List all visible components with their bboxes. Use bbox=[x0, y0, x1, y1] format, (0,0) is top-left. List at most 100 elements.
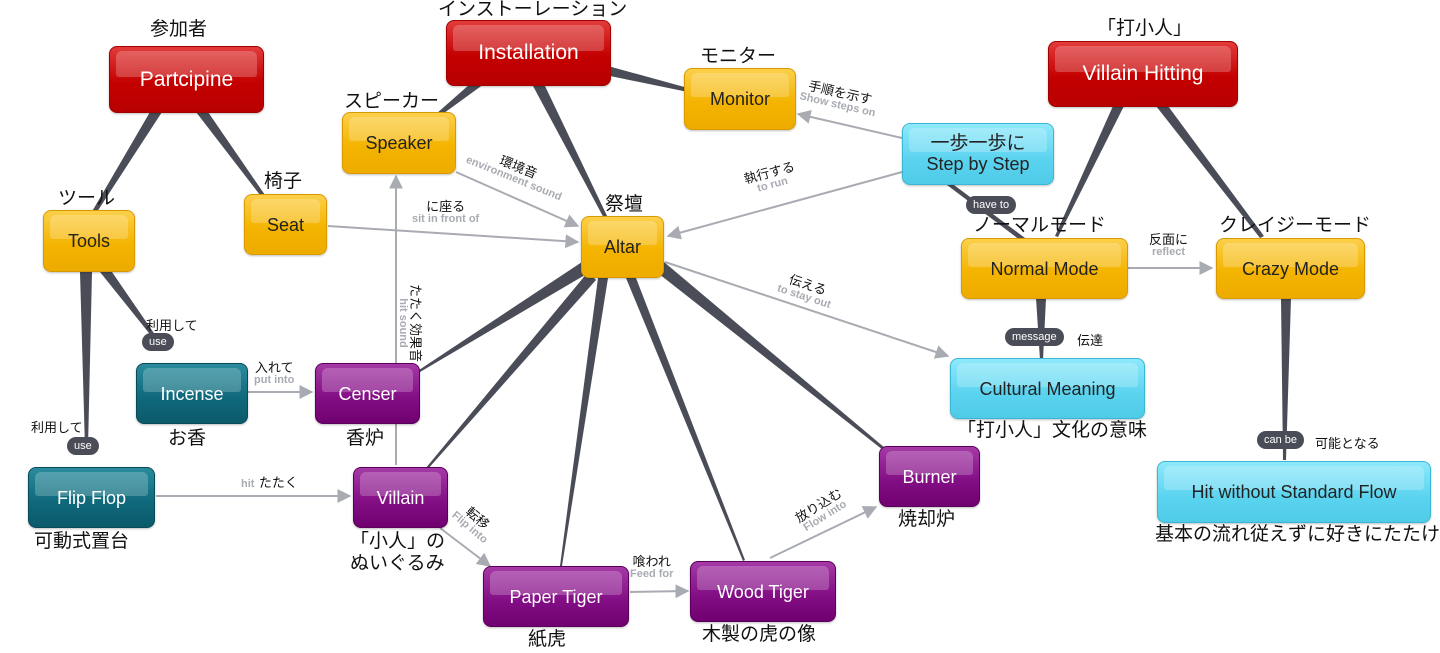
edge-label-hit-jp: たたく bbox=[258, 475, 298, 490]
arrow-seat-altar bbox=[327, 225, 580, 249]
node-altar-jp: 祭壇 bbox=[605, 194, 644, 215]
node-censer-label: Censer bbox=[338, 383, 397, 404]
node-monitor-label: Monitor bbox=[709, 89, 771, 109]
node-tools-label: Tools bbox=[67, 231, 111, 251]
link-altar-burner bbox=[654, 262, 885, 450]
edge-label-put-into-en: put into bbox=[254, 374, 295, 386]
pill-use-incense-jp: 利用して bbox=[146, 318, 198, 333]
node-speaker[interactable]: Speaker bbox=[342, 112, 456, 174]
node-monitor-jp: モニター bbox=[700, 46, 777, 67]
node-flip-flop[interactable]: Flip Flop bbox=[28, 467, 155, 528]
link-installation-altar bbox=[533, 86, 609, 222]
node-step-by-step-jp: 一歩一歩に bbox=[930, 133, 1026, 154]
pill-can-be: can be bbox=[1257, 431, 1305, 449]
node-villain-hitting[interactable]: Villain Hitting bbox=[1048, 41, 1238, 107]
node-installation-label: Installation bbox=[478, 41, 579, 64]
node-burner-jp: 焼却炉 bbox=[898, 509, 956, 530]
node-burner[interactable]: Burner bbox=[879, 446, 980, 507]
node-villain-hitting-jp: 「打小人」 bbox=[1097, 18, 1193, 39]
node-participine[interactable]: Partcipine bbox=[109, 46, 264, 113]
node-normal-mode[interactable]: Normal Mode bbox=[961, 238, 1128, 299]
node-crazy-mode[interactable]: Crazy Mode bbox=[1216, 238, 1365, 299]
link-villainhitting-crazy bbox=[1156, 106, 1264, 238]
arrow-papertiger-woodtiger bbox=[629, 584, 690, 599]
node-tools[interactable]: Tools bbox=[43, 210, 135, 272]
node-incense-jp: お香 bbox=[168, 428, 207, 449]
node-burner-label: Burner bbox=[902, 466, 957, 487]
node-wood-tiger-jp: 木製の虎の像 bbox=[702, 624, 817, 645]
node-villain-jp: 「小人」の ぬいぐるみ bbox=[350, 531, 446, 574]
node-altar[interactable]: Altar bbox=[581, 216, 664, 278]
node-monitor[interactable]: Monitor bbox=[684, 68, 796, 130]
node-cultural-meaning-label: Cultural Meaning bbox=[979, 378, 1116, 399]
node-installation[interactable]: Installation bbox=[446, 20, 611, 86]
arrow-villain-papertiger bbox=[439, 527, 492, 567]
edge-label-reflect-jp: 反面に bbox=[1149, 232, 1189, 247]
node-step-by-step-label: Step by Step bbox=[926, 154, 1030, 174]
node-crazy-mode-jp: クレイジーモード bbox=[1219, 215, 1372, 236]
node-wood-tiger[interactable]: Wood Tiger bbox=[690, 561, 836, 622]
node-paper-tiger-jp: 紙虎 bbox=[528, 629, 567, 650]
node-censer[interactable]: Censer bbox=[315, 363, 420, 424]
node-incense-label: Incense bbox=[160, 383, 224, 404]
arrow-altar-cultural bbox=[664, 261, 950, 359]
node-crazy-mode-label: Crazy Mode bbox=[1241, 258, 1340, 279]
node-cultural-meaning[interactable]: Cultural Meaning bbox=[950, 358, 1145, 419]
pill-message-jp: 伝達 bbox=[1077, 333, 1104, 348]
node-speaker-jp: スピーカー bbox=[344, 91, 440, 112]
node-seat-label: Seat bbox=[266, 214, 305, 235]
node-seat[interactable]: Seat bbox=[244, 194, 327, 255]
pill-use-incense: use bbox=[142, 333, 174, 351]
link-tools-flipflop bbox=[80, 272, 92, 448]
pill-message: message bbox=[1005, 328, 1064, 346]
node-flip-flop-jp: 可動式置台 bbox=[34, 531, 130, 552]
node-villain-label: Villain bbox=[376, 487, 425, 508]
link-crazy-hitwithout bbox=[1281, 298, 1291, 460]
link-altar-villain bbox=[425, 272, 596, 470]
link-villainhitting-normal bbox=[1055, 106, 1124, 237]
node-villain[interactable]: Villain bbox=[353, 467, 448, 528]
edge-label-hit-en: hit bbox=[241, 478, 255, 490]
node-tools-jp: ツール bbox=[58, 188, 116, 209]
node-altar-label: Altar bbox=[603, 237, 641, 257]
edge-label-sit-in-front-jp: に座る bbox=[426, 199, 466, 214]
link-participine-seat bbox=[196, 112, 265, 195]
pill-have-to: have to bbox=[966, 196, 1017, 214]
link-altar-papertiger bbox=[560, 278, 608, 566]
edge-label-put-into-jp: 入れて bbox=[254, 360, 294, 375]
node-hit-without-jp: 基本の流れ従えずに好きにたたける bbox=[1155, 524, 1440, 545]
node-participine-jp: 参加者 bbox=[150, 19, 208, 40]
link-altar-woodtiger bbox=[626, 278, 745, 561]
node-cultural-meaning-jp: 「打小人」文化の意味 bbox=[957, 420, 1148, 441]
node-seat-jp: 椅子 bbox=[264, 171, 303, 192]
edge-label-hit: hit たたく bbox=[241, 476, 298, 491]
node-participine-label: Partcipine bbox=[139, 67, 234, 91]
link-installation-monitor bbox=[608, 66, 688, 92]
node-censer-jp: 香炉 bbox=[346, 428, 385, 449]
edge-label-hit-sound-jp: たたく効果音 bbox=[408, 283, 424, 363]
link-participine-tools bbox=[90, 112, 162, 215]
pill-use-flipflop-jp: 利用して bbox=[31, 420, 83, 435]
node-flip-flop-label: Flip Flop bbox=[56, 487, 127, 508]
node-paper-tiger[interactable]: Paper Tiger bbox=[483, 566, 629, 627]
node-normal-mode-label: Normal Mode bbox=[990, 258, 1099, 279]
link-altar-censer bbox=[419, 262, 590, 372]
arrow-step-altar bbox=[666, 171, 903, 240]
node-hit-without[interactable]: Hit without Standard Flow bbox=[1157, 461, 1431, 523]
edge-label-sit-in-front-en: sit in front of bbox=[412, 213, 480, 225]
node-incense[interactable]: Incense bbox=[136, 363, 248, 424]
node-normal-mode-jp: ノーマルモード bbox=[973, 215, 1107, 236]
node-hit-without-label: Hit without Standard Flow bbox=[1191, 482, 1397, 502]
node-speaker-label: Speaker bbox=[365, 133, 433, 153]
node-paper-tiger-label: Paper Tiger bbox=[509, 586, 603, 607]
arrow-woodtiger-burner bbox=[769, 506, 878, 559]
node-villain-hitting-label: Villain Hitting bbox=[1082, 62, 1204, 85]
